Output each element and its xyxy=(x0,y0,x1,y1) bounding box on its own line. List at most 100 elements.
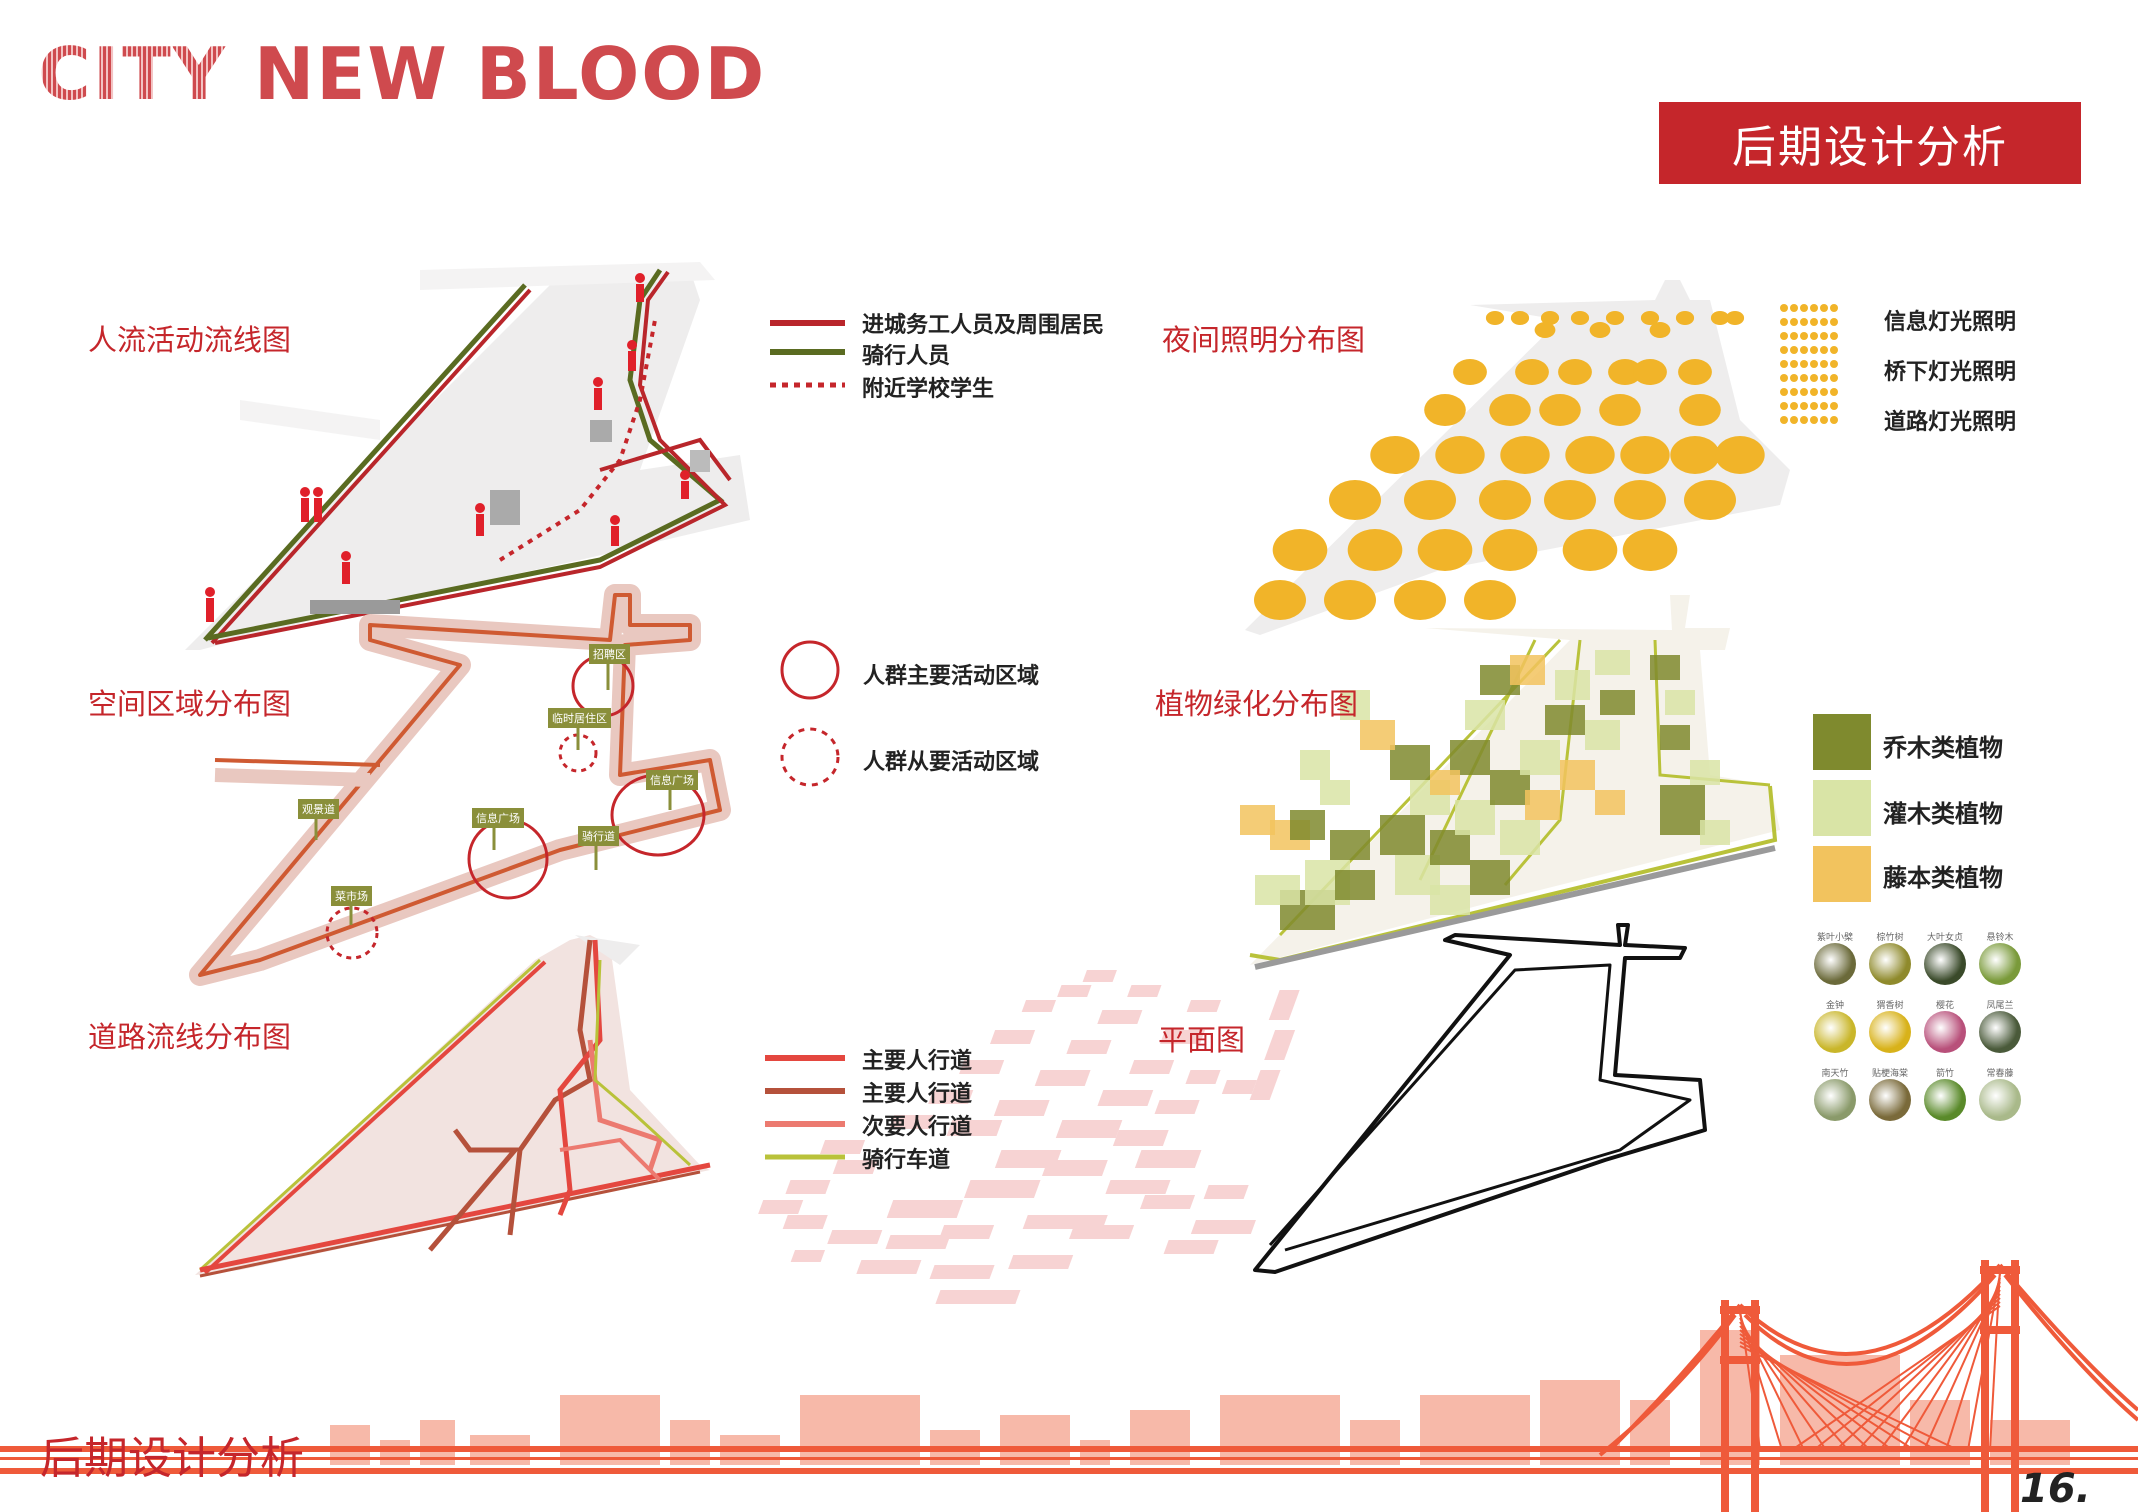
light-legend-dot xyxy=(1830,416,1838,424)
light-dot xyxy=(1605,311,1625,325)
plant-species-item: 凤尾兰 xyxy=(1970,998,2030,1053)
space-zone-map xyxy=(189,584,731,986)
light-dot xyxy=(1394,580,1446,620)
plant-block xyxy=(1430,770,1460,795)
bridge-cable xyxy=(1739,1341,1937,1451)
light-legend-dot xyxy=(1790,402,1798,410)
plan-building xyxy=(1163,1240,1219,1254)
light-dot xyxy=(1510,311,1530,325)
light-dot xyxy=(1515,359,1549,385)
light-dot xyxy=(1404,480,1456,520)
plan-building xyxy=(994,1150,1062,1168)
plant-block xyxy=(1340,690,1370,720)
plant-photo xyxy=(1814,1011,1856,1053)
light-legend-dot xyxy=(1790,374,1798,382)
light-legend-dot xyxy=(1820,360,1828,368)
plant-photo xyxy=(1924,1011,1966,1053)
light-legend-dot xyxy=(1820,332,1828,340)
light-legend-dot xyxy=(1820,304,1828,312)
plant-species-name: 大叶女贞 xyxy=(1926,933,1963,943)
plant-block xyxy=(1360,720,1395,750)
plan-building xyxy=(790,1250,826,1262)
legend-label-students: 附近学校学生 xyxy=(862,377,995,402)
light-dot xyxy=(1678,359,1712,385)
light-dot xyxy=(1489,394,1531,426)
light-dot xyxy=(1633,359,1667,385)
plan-building xyxy=(1021,1000,1057,1012)
plan-building xyxy=(928,1090,974,1104)
light-legend-dot xyxy=(1780,332,1788,340)
brand-word-city: CITY xyxy=(38,32,227,116)
light-legend-dot xyxy=(1790,332,1798,340)
light-legend-dot xyxy=(1820,402,1828,410)
plan-building xyxy=(1008,1255,1074,1269)
page-title: 后期设计分析 xyxy=(1659,102,2081,184)
light-legend-dot xyxy=(1780,304,1788,312)
section-planting-label: 植物绿化分布图 xyxy=(1155,687,1359,721)
legend-label-road-light: 道路灯光照明 xyxy=(1884,410,2017,435)
plan-building xyxy=(1134,1150,1202,1168)
light-dot xyxy=(1485,311,1505,325)
light-legend-dot xyxy=(1800,346,1808,354)
plant-block xyxy=(1660,785,1705,835)
plant-species-grid: 紫叶小檗棕竹树大叶女贞悬铃木金钟猬香树樱花凤尾兰南天竹贴梗海棠箭竹常春藤 xyxy=(1805,930,2035,1190)
tag-info-square-2: 信息广场 xyxy=(646,770,698,790)
plant-block xyxy=(1700,820,1730,845)
plant-block xyxy=(1660,725,1690,750)
plant-species-name: 金钟 xyxy=(1825,1001,1844,1011)
plan-building xyxy=(1129,1060,1175,1074)
plan-building xyxy=(1160,1030,1206,1044)
plant-block xyxy=(1545,705,1585,735)
plant-legend: 乔木类植物 灌木类植物 藤本类植物 xyxy=(1813,714,2073,904)
light-dot xyxy=(1464,580,1516,620)
plan-building xyxy=(939,1225,995,1239)
plan-building xyxy=(782,1215,828,1229)
plant-block xyxy=(1690,760,1720,785)
light-dot xyxy=(1500,436,1550,474)
legend-circle-secondary xyxy=(780,727,840,787)
light-legend-dot xyxy=(1780,388,1788,396)
plant-photo xyxy=(1814,943,1856,985)
light-legend-dot xyxy=(1800,304,1808,312)
light-legend-dot xyxy=(1800,402,1808,410)
plant-block xyxy=(1560,760,1595,790)
legend-label-cyclists: 骑行人员 xyxy=(862,344,951,369)
light-dot xyxy=(1482,529,1538,571)
light-legend-dot xyxy=(1780,318,1788,326)
light-legend-dot xyxy=(1780,374,1788,382)
plan-building xyxy=(1127,985,1162,997)
section-night-light-label: 夜间照明分布图 xyxy=(1162,323,1366,357)
light-dot xyxy=(1347,529,1403,571)
light-legend: 信息灯光照明 桥下灯光照明 道路灯光照明 xyxy=(1778,302,2038,437)
people-flow-map xyxy=(185,262,750,650)
light-dot xyxy=(1675,311,1695,325)
plant-photo xyxy=(1979,1011,2021,1053)
bridge-cable xyxy=(1791,1305,2001,1451)
light-legend-dot xyxy=(1820,416,1828,424)
skyline xyxy=(0,1260,2138,1512)
plan-building xyxy=(1066,1040,1112,1054)
plant-block xyxy=(1490,770,1530,805)
plan-building xyxy=(1264,1030,1296,1060)
plant-photo xyxy=(1814,1079,1856,1121)
plant-block xyxy=(1450,740,1490,775)
plant-block xyxy=(1455,800,1495,835)
light-dot xyxy=(1679,394,1721,426)
light-dot xyxy=(1534,322,1556,338)
plan-building xyxy=(1221,1080,1257,1094)
light-legend-dot xyxy=(1830,346,1838,354)
brand-logo: CITY NEW BLOOD xyxy=(38,38,766,110)
plan-building xyxy=(758,1200,804,1214)
light-legend-dot xyxy=(1820,346,1828,354)
light-legend-dot xyxy=(1780,346,1788,354)
light-legend-dot xyxy=(1830,402,1838,410)
plant-block xyxy=(1240,805,1275,835)
plant-block xyxy=(1430,885,1470,915)
plan-building xyxy=(1041,1160,1108,1176)
plant-block xyxy=(1650,655,1680,680)
light-dot xyxy=(1370,436,1420,474)
plant-block xyxy=(1555,670,1590,700)
light-legend-dot xyxy=(1830,332,1838,340)
plan-building xyxy=(963,1180,1041,1198)
